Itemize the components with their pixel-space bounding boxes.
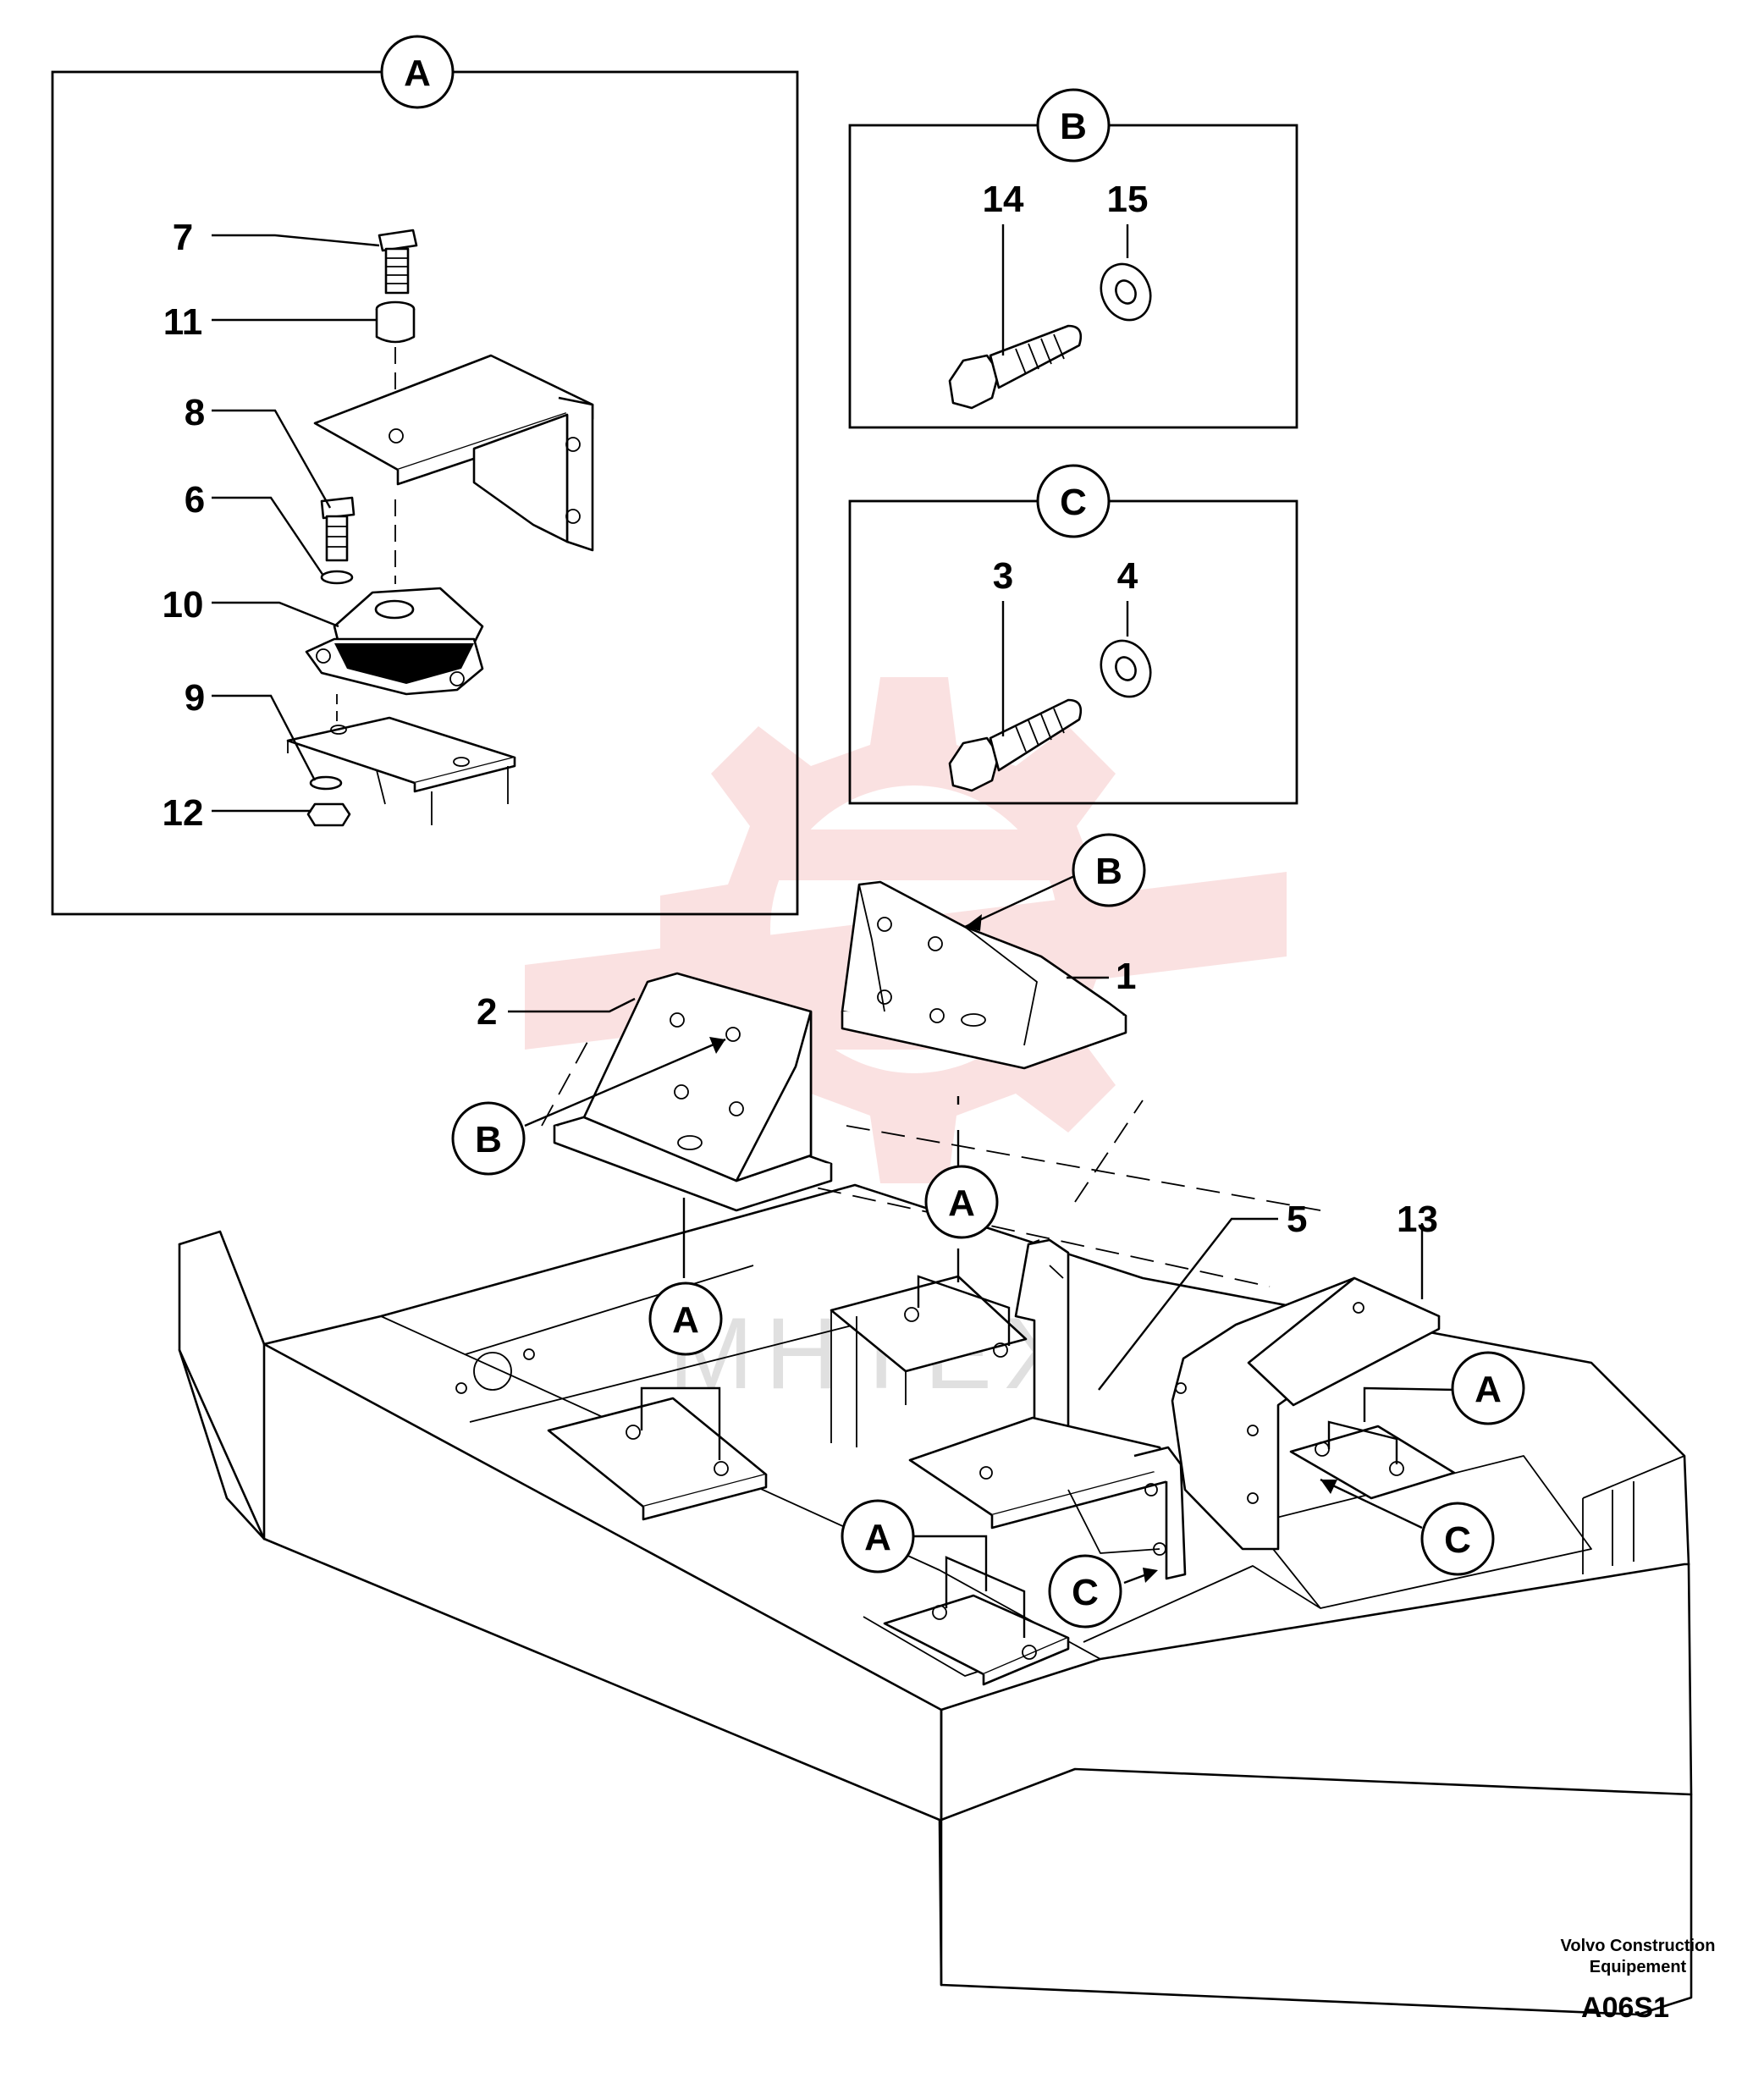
detail-panel-c: 3 4 C (848, 464, 1298, 805)
drawing-footer: Volvo Construction Equipement A06S1 (1561, 1937, 1716, 2024)
main-assembly-view: B B A A A A C C 1 2 5 13 (178, 833, 1693, 2016)
part-label-1: 1 (1116, 956, 1136, 997)
part-spacer-11 (375, 300, 416, 344)
part-label-12: 12 (163, 792, 204, 834)
part-label-3: 3 (993, 555, 1013, 597)
part-bracket-5 (908, 1238, 1187, 1580)
part-bolt-8 (320, 496, 356, 562)
drawing-code: A06S1 (1581, 1992, 1669, 2024)
part-bolt-14 (948, 324, 1083, 410)
mount-seat-rear-right (1289, 1425, 1456, 1500)
part-label-14: 14 (983, 179, 1024, 220)
callout-c-bracket-5: C (1072, 1572, 1099, 1613)
mount-seat-center (830, 1275, 1028, 1447)
part-rubber-mount-10 (305, 587, 484, 696)
part-label-13: 13 (1397, 1199, 1438, 1240)
mount-seat-front-left (547, 1397, 768, 1521)
company-name-line2: Equipement (1590, 1958, 1687, 1976)
callout-a-rear-right: A (1475, 1369, 1502, 1410)
part-bracket-1 (841, 880, 1127, 1070)
detail-panel-a: 7 11 8 6 10 9 12 A (51, 35, 799, 916)
part-label-15: 15 (1107, 179, 1149, 220)
part-bracket-2 (553, 972, 833, 1212)
callout-b-bracket-1: B (1095, 851, 1122, 892)
callout-a-left: A (672, 1299, 699, 1341)
part-upper-bracket (313, 354, 594, 552)
part-label-7: 7 (173, 217, 193, 258)
company-name-line1: Volvo Construction (1561, 1937, 1716, 1955)
detail-panel-b: 14 15 B (848, 88, 1298, 429)
part-washer-9 (309, 775, 343, 791)
callout-a-center: A (948, 1182, 975, 1224)
part-bracket-13 (1171, 1276, 1441, 1551)
part-washer-4 (1100, 639, 1152, 698)
part-base-plate (286, 716, 516, 825)
part-nut-12 (306, 802, 351, 827)
part-washer-15 (1100, 262, 1152, 322)
panel-c-label: C (1060, 482, 1087, 523)
part-label-11: 11 (163, 301, 203, 343)
part-label-4: 4 (1117, 555, 1138, 597)
part-label-8: 8 (185, 392, 205, 433)
callout-b-bracket-2: B (475, 1119, 502, 1160)
part-label-5: 5 (1287, 1199, 1307, 1240)
part-bolt-7 (378, 229, 418, 295)
part-label-9: 9 (185, 677, 205, 719)
callout-a-front-right: A (864, 1517, 891, 1558)
callout-c-bracket-13: C (1444, 1519, 1471, 1561)
part-label-6: 6 (185, 479, 205, 521)
part-bolt-3 (948, 698, 1083, 792)
panel-b-label: B (1060, 106, 1087, 147)
panel-a-label: A (404, 52, 431, 94)
part-label-10: 10 (163, 584, 204, 626)
part-label-2: 2 (477, 991, 497, 1033)
part-washer-6 (320, 570, 354, 585)
mount-seat-front-right (883, 1594, 1070, 1686)
